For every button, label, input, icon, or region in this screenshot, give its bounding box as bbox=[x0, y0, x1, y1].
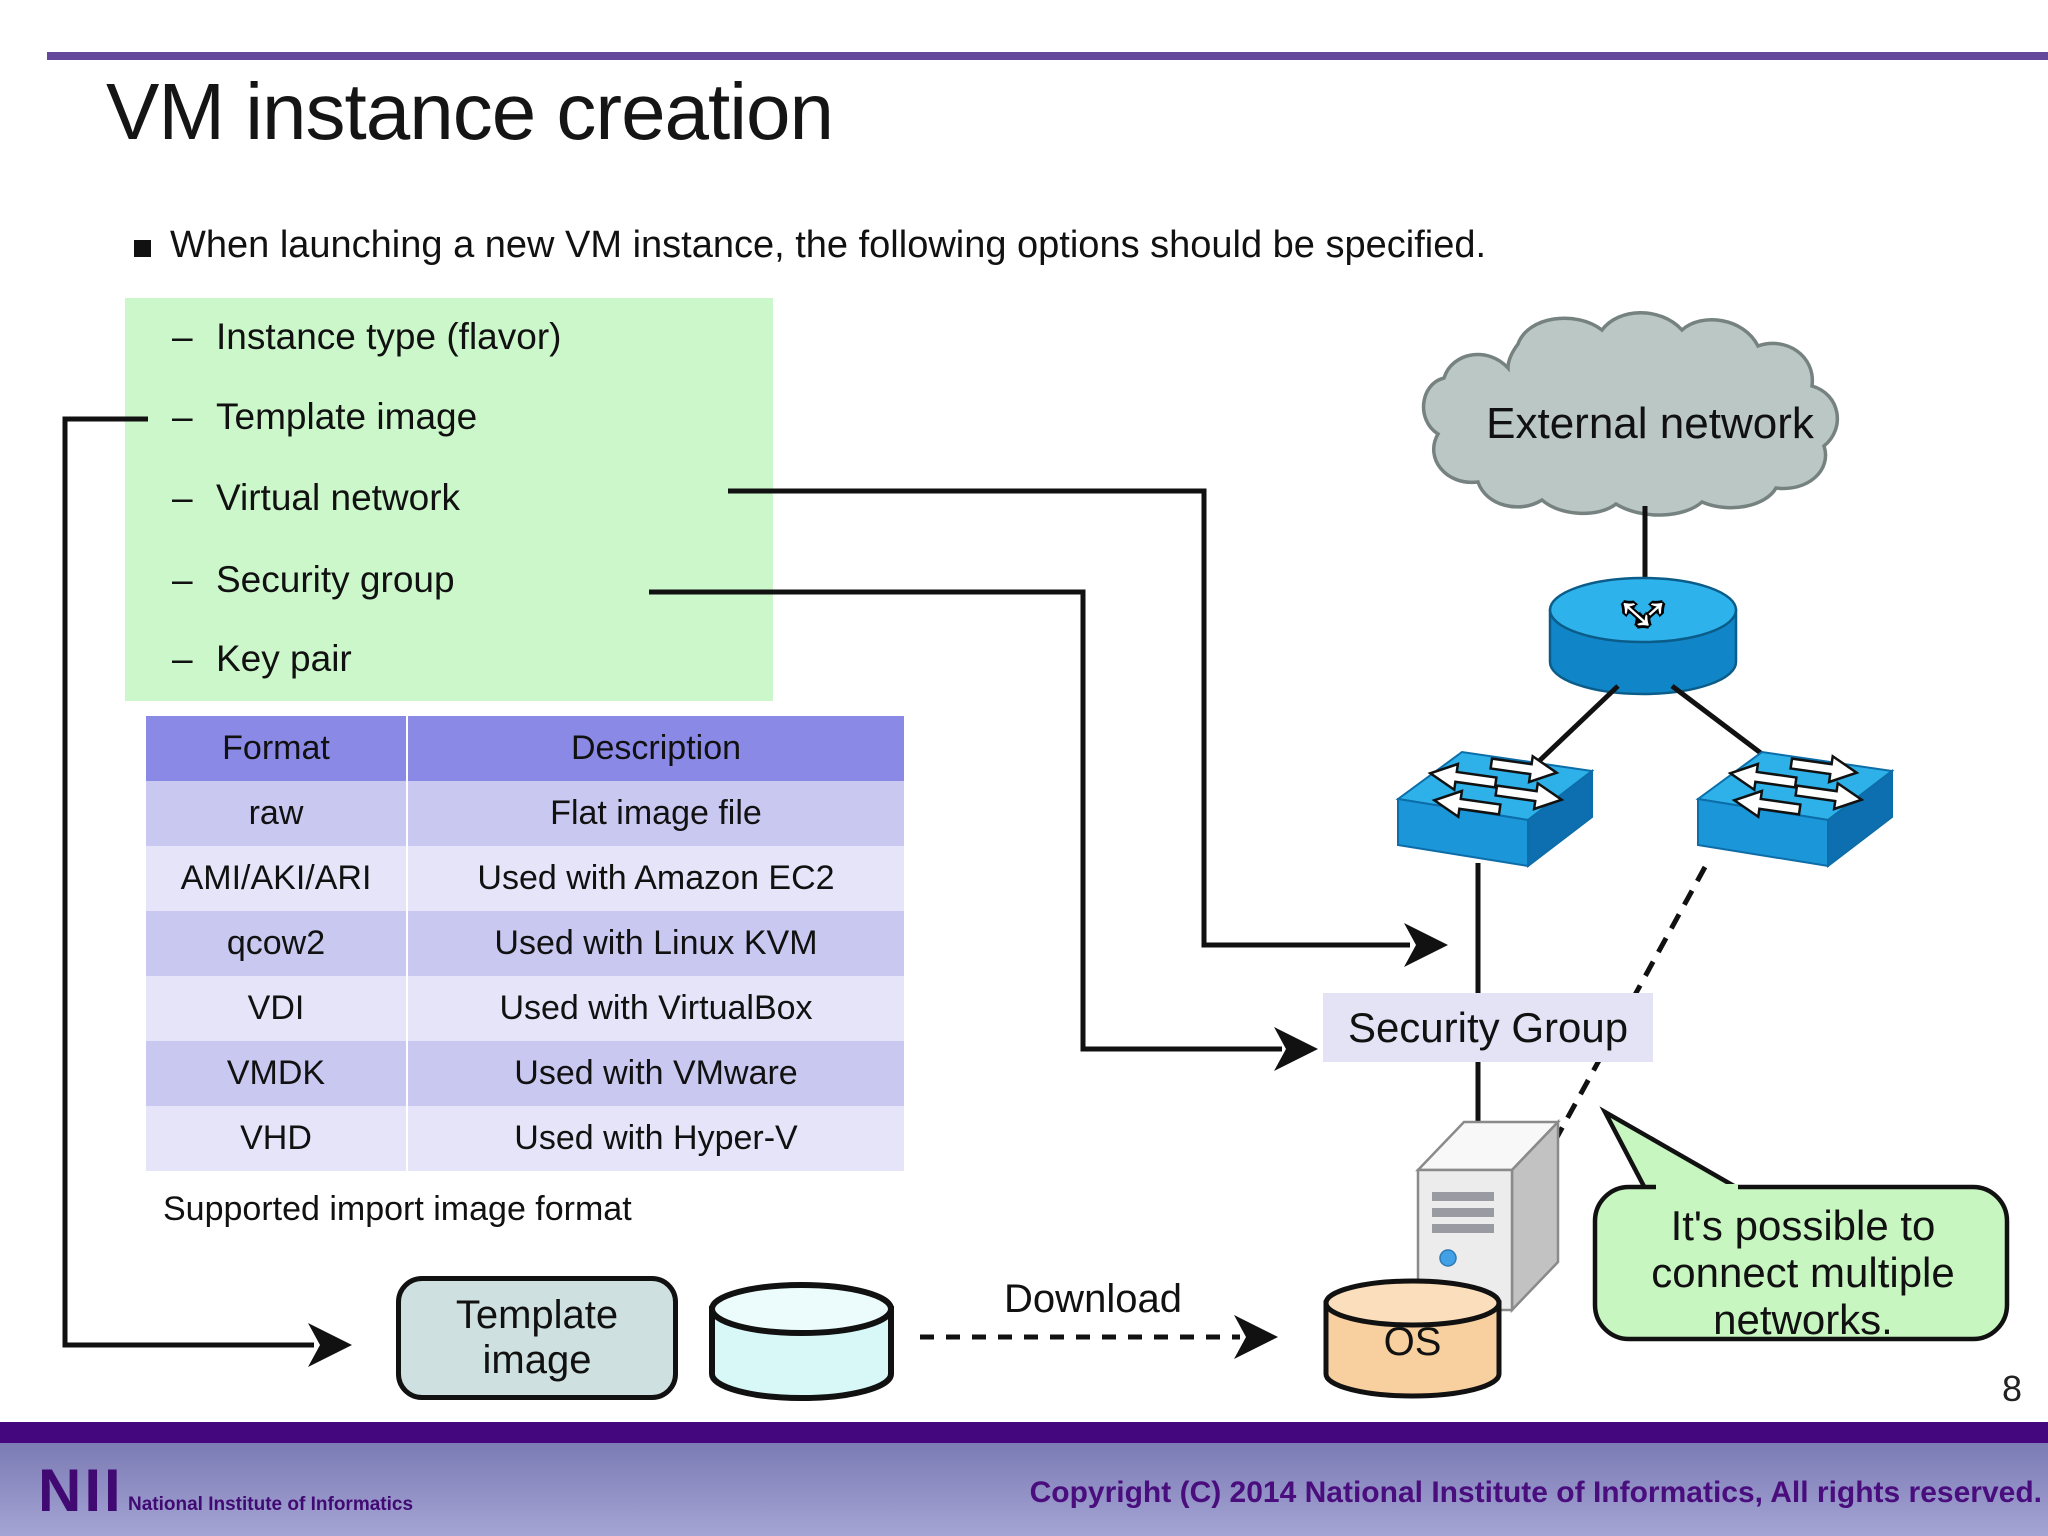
option-label: Virtual network bbox=[216, 477, 461, 518]
page-title: VM instance creation bbox=[106, 67, 834, 156]
table-row: raw Flat image file bbox=[146, 781, 904, 846]
column-header-description: Description bbox=[407, 716, 904, 781]
download-label: Download bbox=[1004, 1277, 1182, 1321]
router-icon bbox=[1548, 576, 1738, 696]
image-store-cylinder-icon bbox=[709, 1282, 894, 1401]
switch-right-icon bbox=[1695, 749, 1895, 869]
footer-band bbox=[0, 1443, 2048, 1536]
option-item-flavor: –Instance type (flavor) bbox=[172, 316, 561, 358]
cell-format: VHD bbox=[146, 1106, 408, 1171]
router-switch-right-link-line bbox=[1670, 684, 1772, 762]
table-row: qcow2 Used with Linux KVM bbox=[146, 911, 904, 976]
option-item-template-image: –Template image bbox=[172, 396, 477, 438]
footer-accent-bar bbox=[0, 1422, 2048, 1443]
option-label: Template image bbox=[216, 396, 478, 437]
cell-description: Flat image file bbox=[407, 781, 904, 846]
switch-left-icon bbox=[1395, 749, 1595, 869]
security-group-label: Security Group bbox=[1323, 993, 1653, 1062]
table-header-row: Format Description bbox=[146, 716, 904, 781]
external-network-cloud-icon bbox=[1421, 311, 1840, 517]
cell-description: Used with VirtualBox bbox=[407, 976, 904, 1041]
template-image-connector-line bbox=[62, 416, 314, 1348]
table-row: VMDK Used with VMware bbox=[146, 1041, 904, 1106]
dash-marker: – bbox=[172, 559, 193, 600]
cell-format: raw bbox=[146, 781, 408, 846]
cell-description: Used with VMware bbox=[407, 1041, 904, 1106]
arrowhead-icon bbox=[1234, 1315, 1278, 1359]
option-label: Security group bbox=[216, 559, 455, 600]
bullet-marker bbox=[134, 240, 151, 257]
page-number: 8 bbox=[2002, 1368, 2023, 1409]
image-format-table: Format Description raw Flat image file A… bbox=[146, 716, 904, 1171]
os-cylinder-icon bbox=[1323, 1278, 1502, 1399]
os-label: OS bbox=[1383, 1320, 1442, 1364]
arrowhead-icon bbox=[308, 1323, 352, 1367]
cell-format: VDI bbox=[146, 976, 408, 1041]
external-network-label: External network bbox=[1486, 399, 1814, 448]
options-panel bbox=[125, 298, 773, 701]
arrowhead-icon bbox=[1404, 923, 1448, 967]
cell-description: Used with Hyper-V bbox=[407, 1106, 904, 1171]
cell-format: VMDK bbox=[146, 1041, 408, 1106]
table-row: VHD Used with Hyper-V bbox=[146, 1106, 904, 1171]
copyright-text: Copyright (C) 2014 National Institute of… bbox=[1029, 1476, 2042, 1509]
cell-format: qcow2 bbox=[146, 911, 408, 976]
title-rule bbox=[47, 52, 2048, 60]
option-item-security-group: –Security group bbox=[172, 559, 455, 601]
cell-format: AMI/AKI/ARI bbox=[146, 846, 408, 911]
table-row: VDI Used with VirtualBox bbox=[146, 976, 904, 1041]
arrowhead-icon bbox=[1274, 1027, 1318, 1071]
option-label: Instance type (flavor) bbox=[216, 316, 562, 357]
nii-institute-name: National Institute of Informatics bbox=[128, 1494, 414, 1515]
table-caption: Supported import image format bbox=[163, 1190, 632, 1228]
column-header-format: Format bbox=[146, 716, 408, 781]
dash-marker: – bbox=[172, 316, 193, 357]
option-label: Key pair bbox=[216, 638, 352, 679]
option-item-virtual-network: –Virtual network bbox=[172, 477, 460, 519]
dash-marker: – bbox=[172, 477, 193, 518]
security-group-connector-line bbox=[649, 589, 1282, 1052]
virtual-network-connector-line bbox=[728, 488, 1410, 948]
callout-text: It's possible to connect multiple networ… bbox=[1651, 1202, 1955, 1343]
callout-bubble bbox=[1592, 1106, 2010, 1342]
router-switch-left-link-line bbox=[1535, 684, 1620, 765]
nii-logo: NII bbox=[38, 1457, 124, 1524]
cell-description: Used with Linux KVM bbox=[407, 911, 904, 976]
cell-description: Used with Amazon EC2 bbox=[407, 846, 904, 911]
template-image-box: Template image bbox=[396, 1276, 678, 1400]
dash-marker: – bbox=[172, 638, 193, 679]
dash-marker: – bbox=[172, 396, 193, 437]
bullet-text: When launching a new VM instance, the fo… bbox=[170, 224, 1487, 266]
option-item-key-pair: –Key pair bbox=[172, 638, 352, 680]
table-row: AMI/AKI/ARI Used with Amazon EC2 bbox=[146, 846, 904, 911]
